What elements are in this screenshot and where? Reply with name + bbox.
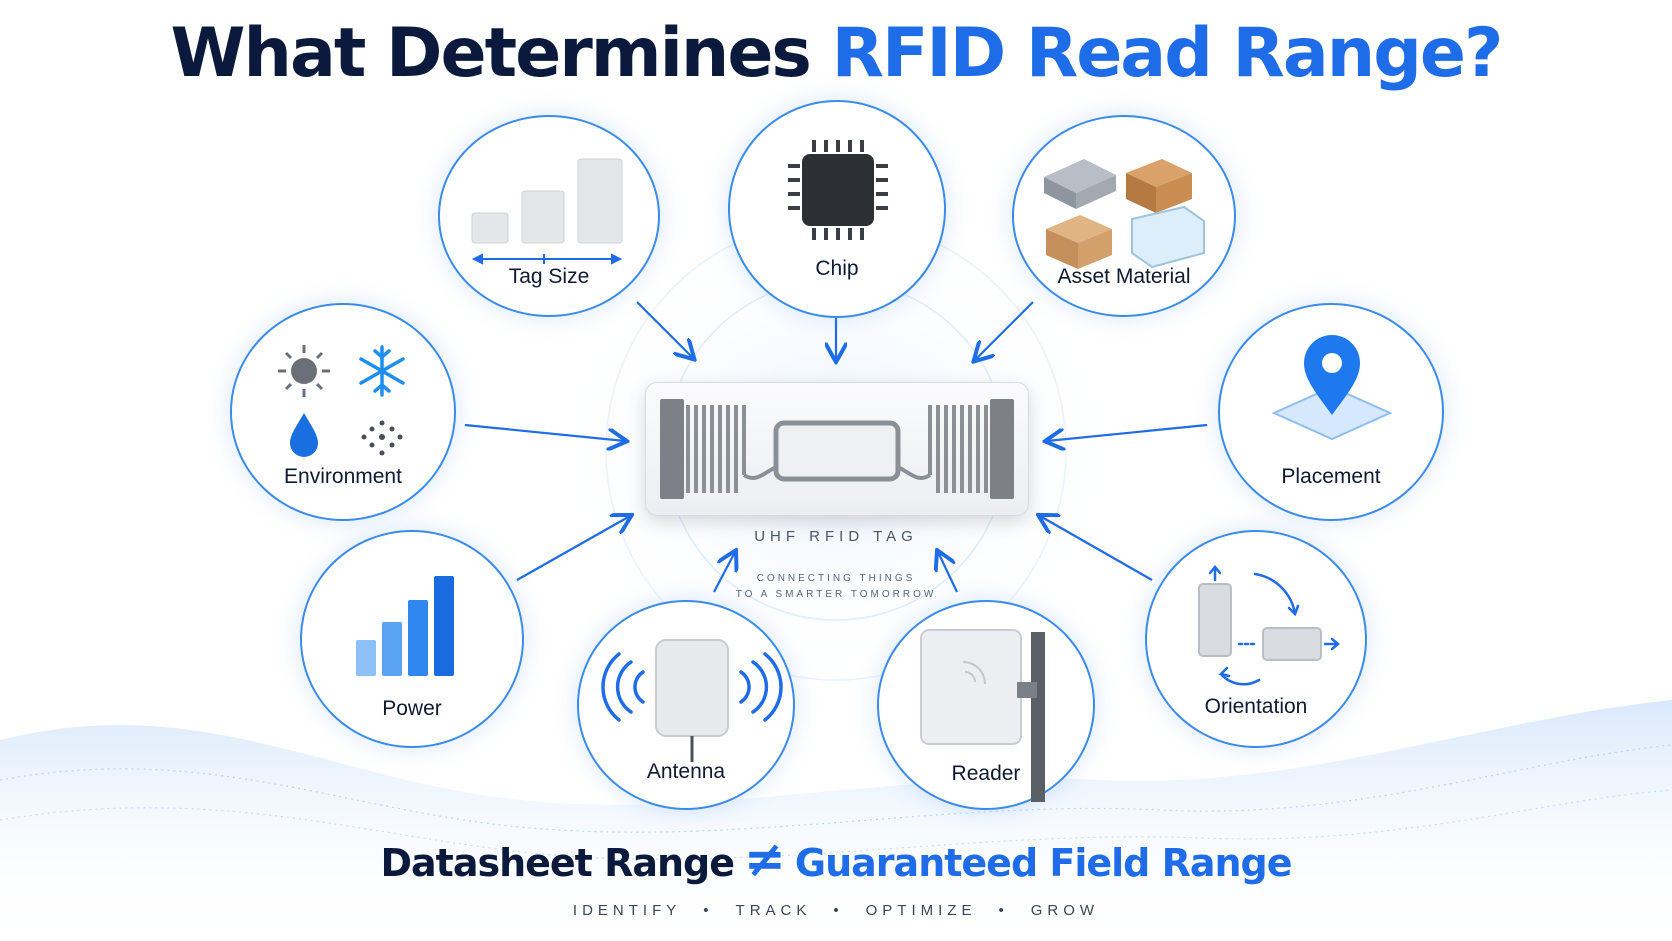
factor-asset-material: Asset Material <box>1012 115 1236 317</box>
power-label: Power <box>382 697 442 720</box>
tagline: IDENTIFY•TRACK•OPTIMIZE•GROW <box>572 902 1100 919</box>
factor-environment: Environment <box>230 303 456 521</box>
datasheet-range-text: Datasheet Range <box>380 841 735 885</box>
chip-icon <box>788 140 888 240</box>
title-part-dark: What Determines <box>170 14 832 93</box>
factor-placement: Placement <box>1218 303 1444 521</box>
water-drop-icon <box>290 413 318 457</box>
tagline-item: OPTIMIZE <box>865 902 977 919</box>
not-equal-icon: ≠ <box>744 830 786 888</box>
factor-power: Power <box>300 530 524 748</box>
antenna-label: Antenna <box>646 760 726 783</box>
center-subline-2: TO A SMARTER TOMORROW <box>735 589 937 600</box>
factor-tag-size: Tag Size <box>438 115 660 317</box>
particles-icon <box>361 420 403 456</box>
antenna-icon <box>601 639 783 762</box>
title-part-highlight: RFID Read Range? <box>831 14 1504 93</box>
signal-bars-icon <box>356 576 454 676</box>
environment-label: Environment <box>284 465 402 488</box>
guaranteed-field-range-text: Guaranteed Field Range <box>794 841 1293 885</box>
orientation-label: Orientation <box>1204 695 1308 718</box>
page-title: What Determines RFID Read Range? <box>0 14 1672 94</box>
sun-icon <box>278 345 330 397</box>
tagline-item: TRACK <box>735 902 812 919</box>
location-pin-icon <box>1271 335 1393 441</box>
reader-icon <box>920 629 1045 802</box>
asset-material-label: Asset Material <box>1057 265 1191 288</box>
factor-orientation: Orientation <box>1145 530 1367 748</box>
factor-reader: Reader <box>877 600 1095 810</box>
tagline-item: GROW <box>1030 902 1100 919</box>
placement-label: Placement <box>1281 465 1381 488</box>
center-tag-label: UHF RFID TAG <box>754 528 918 545</box>
chip-label: Chip <box>815 257 859 280</box>
uhf-rfid-tag <box>645 382 1029 516</box>
environment-icon <box>278 345 405 457</box>
tagline-item: IDENTIFY <box>572 902 682 919</box>
bottom-statement: Datasheet Range≠Guaranteed Field Range <box>0 834 1672 888</box>
rfid-inlay-icon <box>660 399 1014 499</box>
factor-antenna: Antenna <box>577 600 795 810</box>
asset-material-icon <box>1044 159 1205 269</box>
reader-label: Reader <box>951 762 1021 785</box>
orientation-icon <box>1198 565 1340 686</box>
tag-size-icon <box>471 158 623 265</box>
factor-chip: Chip <box>728 100 946 318</box>
snowflake-icon <box>359 345 405 397</box>
tag-size-label: Tag Size <box>508 265 590 288</box>
center-subline-1: CONNECTING THINGS <box>756 573 916 584</box>
